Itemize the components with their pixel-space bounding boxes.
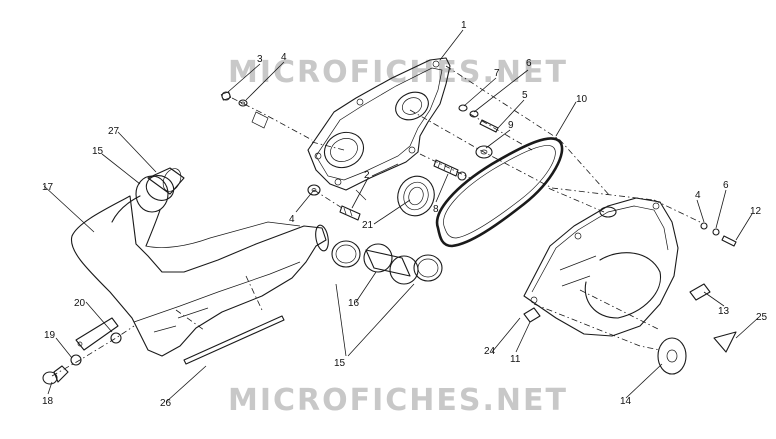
callout-21: 21 — [362, 220, 374, 231]
inner-cover-plate — [307, 57, 451, 201]
screw-12-assembly — [700, 222, 737, 247]
bolt-and-washer-upper — [220, 91, 313, 141]
callout-6-right: 6 — [723, 180, 729, 191]
arrow-decal-25 — [713, 331, 737, 353]
bolt-and-washer-lower — [307, 184, 361, 221]
callout-7: 7 — [494, 68, 500, 79]
callout-17: 17 — [42, 182, 54, 193]
callout-6-upper: 6 — [526, 58, 532, 69]
callout-27: 27 — [108, 126, 120, 137]
washer-14 — [657, 337, 687, 375]
callout-1: 1 — [461, 20, 467, 31]
callout-11: 11 — [510, 354, 521, 365]
drive-belt — [435, 137, 564, 248]
callout-15-upper: 15 — [92, 146, 104, 157]
callout-5: 5 — [522, 90, 528, 101]
callout-25: 25 — [756, 312, 768, 323]
callout-2: 2 — [364, 170, 370, 181]
callout-9: 9 — [508, 120, 514, 131]
callout-13: 13 — [718, 306, 730, 317]
callout-20: 20 — [74, 298, 86, 309]
callout-labels: 1 2 3 4 4 4 5 6 6 7 8 9 10 11 12 13 14 1… — [42, 20, 768, 409]
callout-8: 8 — [433, 204, 439, 215]
callout-16: 16 — [348, 298, 360, 309]
callout-4-right: 4 — [695, 190, 701, 201]
callout-12: 12 — [750, 206, 762, 217]
leader-lines — [43, 29, 759, 403]
callout-4-upper: 4 — [281, 52, 287, 63]
intake-duct — [70, 175, 329, 357]
outer-clutch-cover — [523, 197, 679, 337]
upper-clamp-and-boot — [145, 167, 185, 201]
callout-19: 19 — [44, 330, 56, 341]
callout-4-lower: 4 — [289, 214, 295, 225]
seal — [397, 175, 435, 217]
bolt-8 — [433, 159, 467, 181]
watermark-bottom: MICROFICHES.NET — [228, 383, 568, 418]
callout-3: 3 — [257, 54, 263, 65]
hardware-lower-left — [42, 317, 135, 385]
decal-13 — [689, 283, 711, 301]
callout-24: 24 — [484, 346, 496, 357]
alignment-lines — [311, 65, 701, 351]
callout-14: 14 — [620, 396, 632, 407]
callout-26: 26 — [160, 398, 172, 409]
callout-10: 10 — [576, 94, 588, 105]
callout-15-lower: 15 — [334, 358, 346, 369]
bolt-and-washers-right — [458, 104, 499, 159]
rod-26 — [175, 275, 285, 365]
callout-18: 18 — [42, 396, 54, 407]
clamps-and-sleeve — [331, 240, 443, 285]
